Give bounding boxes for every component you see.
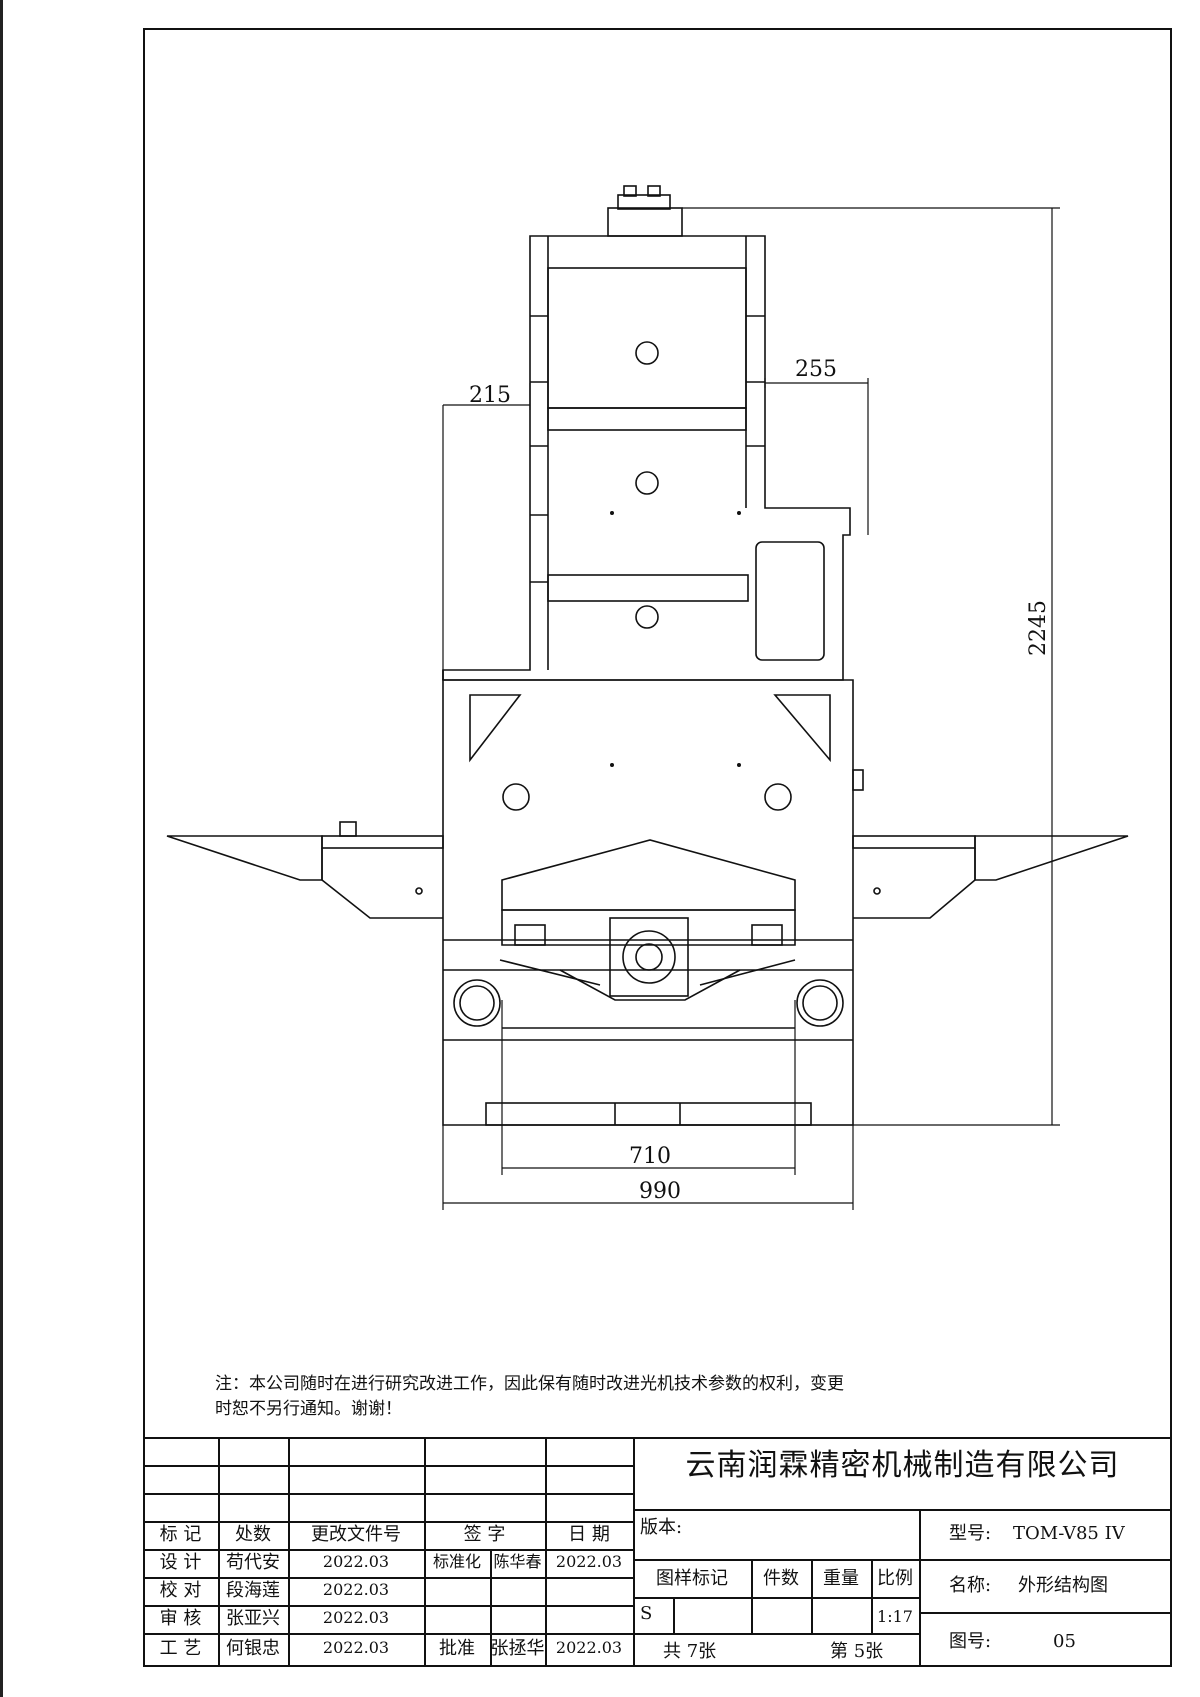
model-value: TOM-V85 IV (1013, 1523, 1125, 1544)
sample-mark-value: S (640, 1603, 653, 1624)
row-name: 苟代安 (226, 1552, 280, 1573)
name-value: 外形结构图 (1018, 1575, 1108, 1596)
dim-label-710: 710 (629, 1144, 671, 1169)
dimension-990 (442, 1125, 854, 1210)
row-role: 校 对 (159, 1580, 202, 1601)
model-label: 型号: (949, 1523, 992, 1544)
dimension-710 (501, 1000, 796, 1175)
dimension-215 (442, 383, 531, 680)
dim-label-215: 215 (469, 383, 511, 408)
header-change-doc: 更改文件号 (311, 1524, 401, 1545)
company-name: 云南润霖精密机械制造有限公司 (685, 1448, 1120, 1483)
row-name: 张亚兴 (226, 1608, 280, 1629)
weight-label: 重量 (823, 1568, 859, 1589)
page-edge-line (0, 0, 3, 1697)
dim-label-255: 255 (795, 357, 837, 382)
title-block: 云南润霖精密机械制造有限公司 标 记 处数 更改文件号 签 字 日 期 设 计 … (143, 1437, 1172, 1667)
base-body (442, 679, 864, 1126)
sheet-number: 第 5张 (830, 1641, 884, 1662)
row-name: 何银忠 (226, 1638, 280, 1659)
header-location: 处数 (235, 1524, 271, 1545)
row-role: 工 艺 (159, 1638, 202, 1659)
header-signature: 签 字 (463, 1524, 506, 1545)
scale-label: 比例 (877, 1568, 913, 1589)
scale-value: 1:17 (877, 1607, 913, 1626)
total-sheets: 共 7张 (663, 1641, 717, 1662)
version-label: 版本: (640, 1517, 683, 1538)
drawing-frame (143, 28, 1172, 1667)
rotary-table-assembly (453, 839, 844, 1029)
count-label: 件数 (763, 1568, 799, 1589)
sample-mark-label: 图样标记 (656, 1568, 728, 1589)
dim-label-990: 990 (639, 1179, 681, 1204)
row-name2: 张拯华 (490, 1638, 545, 1659)
small-hole-dots (610, 511, 741, 767)
dimension-255 (764, 378, 869, 535)
row-role2: 标准化 (432, 1552, 481, 1571)
row-role: 审 核 (159, 1608, 202, 1629)
note-line-1: 注：本公司随时在进行研究改进工作，因此保有随时改进光机技术参数的权利，变更 (215, 1374, 844, 1394)
row-date: 2022.03 (322, 1608, 390, 1627)
header-date: 日 期 (568, 1524, 610, 1545)
row-role2: 批准 (439, 1638, 475, 1659)
dim-label-2245: 2245 (1026, 600, 1051, 656)
row-name2: 陈华春 (493, 1552, 542, 1571)
row-name: 段海莲 (226, 1580, 280, 1601)
header-mark: 标 记 (159, 1524, 202, 1545)
drawing-number-label: 图号: (949, 1631, 992, 1652)
revision-note: 注：本公司随时在进行研究改进工作，因此保有随时改进光机技术参数的权利，变更 时恕… (215, 1372, 975, 1422)
row-date: 2022.03 (322, 1552, 390, 1571)
name-label: 名称: (949, 1575, 992, 1596)
row-date: 2022.03 (322, 1638, 390, 1657)
spindle-top-cap (607, 185, 683, 237)
row-role: 设 计 (159, 1552, 202, 1573)
work-table (166, 821, 1129, 919)
dimension-2245 (620, 207, 1060, 1126)
row-date: 2022.03 (322, 1580, 390, 1599)
note-line-2: 时恕不另行通知。谢谢！ (215, 1399, 402, 1419)
row-date2: 2022.03 (555, 1552, 623, 1571)
column-body (442, 235, 851, 681)
drawing-number-value: 05 (1053, 1631, 1076, 1652)
row-date2: 2022.03 (555, 1638, 623, 1657)
